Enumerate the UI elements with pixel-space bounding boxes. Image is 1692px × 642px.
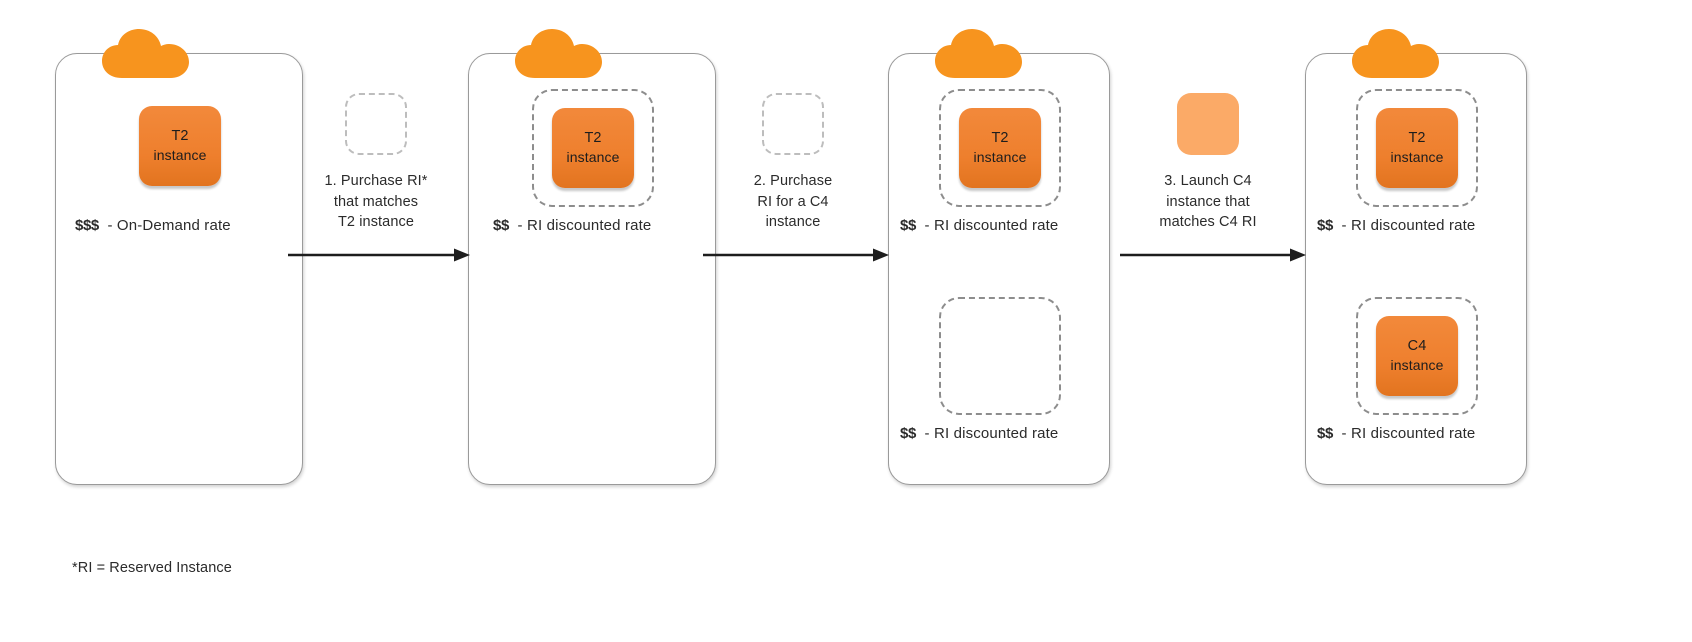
instance-tile: T2 instance [959,108,1041,188]
arrow-3 [1120,248,1306,262]
reserved-instance-box [532,89,654,207]
price-amount: $$ [1317,217,1333,234]
empty-reservation-icon [345,93,407,155]
price-caption: $$ - RI discounted rate [493,217,651,234]
step-2-line-2: RI for a C4 [757,193,829,210]
arrow-1 [288,248,470,262]
instance-tile: T2 instance [139,106,221,186]
price-caption: $$ - RI discounted rate [1317,425,1475,442]
price-amount: $$$ [75,217,99,234]
step-1-line-1: 1. Purchase RI* [324,173,428,189]
instance-tile: T2 instance [1376,108,1458,188]
footnote: *RI = Reserved Instance [72,560,232,576]
step-2: 2. Purchase RI for a C4 instance [703,93,883,233]
instance-word: instance [1390,357,1444,374]
panel-2: T2 instance $$ - RI discounted rate [468,29,716,485]
step-1: 1. Purchase RI* that matches T2 instance [286,93,466,233]
step-3-line-1: 3. Launch C4 [1164,173,1252,189]
price-caption: $$ - RI discounted rate [900,425,1058,442]
instance-type: T2 [584,130,602,147]
step-3-text: 3. Launch C4 instance that matches C4 RI [1118,171,1298,233]
new-instance-icon [1177,93,1239,155]
price-label: - RI discounted rate [1341,217,1476,234]
instance-type: T2 [171,128,189,145]
price-amount: $$ [1317,425,1333,442]
instance-tile: C4 instance [1376,316,1458,396]
price-amount: $$ [493,217,509,234]
step-2-line-3: instance [765,214,821,231]
instance-word: instance [153,147,207,164]
instance-type: T2 [1408,130,1426,147]
cloud-icon [100,28,192,80]
price-label: - RI discounted rate [924,425,1059,442]
price-label: - RI discounted rate [924,217,1059,234]
instance-word: instance [566,149,620,166]
instance-type: C4 [1407,338,1427,355]
price-caption: $$$ - On-Demand rate [75,217,231,234]
panel-4: T2 instance $$ - RI discounted rate C4 i… [1305,29,1527,485]
reserved-instance-box [1356,297,1478,415]
price-label: - On-Demand rate [107,217,231,234]
step-3-line-3: matches C4 RI [1159,214,1257,231]
price-label: - RI discounted rate [1341,425,1476,442]
step-2-line-1: 2. Purchase [753,173,833,189]
cloud-icon [933,28,1025,80]
step-1-line-2: that matches [333,193,419,210]
price-amount: $$ [900,425,916,442]
price-amount: $$ [900,217,916,234]
step-2-text: 2. Purchase RI for a C4 instance [703,171,883,233]
step-3: 3. Launch C4 instance that matches C4 RI [1118,93,1298,233]
instance-tile: T2 instance [552,108,634,188]
panel-3: T2 instance $$ - RI discounted rate $$ -… [888,29,1110,485]
instance-type: T2 [991,130,1009,147]
reserved-instance-box [939,89,1061,207]
step-1-text: 1. Purchase RI* that matches T2 instance [286,171,466,233]
reserved-instance-box-empty [939,297,1061,415]
step-3-line-2: instance that [1166,193,1250,210]
cloud-icon [1350,28,1442,80]
arrow-2 [703,248,889,262]
empty-reservation-icon [762,93,824,155]
panel-1: T2 instance $$$ - On-Demand rate [55,29,303,485]
price-label: - RI discounted rate [517,217,652,234]
instance-word: instance [973,149,1027,166]
cloud-icon [513,28,605,80]
reserved-instance-box [1356,89,1478,207]
price-caption: $$ - RI discounted rate [900,217,1058,234]
instance-word: instance [1390,149,1444,166]
price-caption: $$ - RI discounted rate [1317,217,1475,234]
step-1-line-3: T2 instance [337,214,415,231]
